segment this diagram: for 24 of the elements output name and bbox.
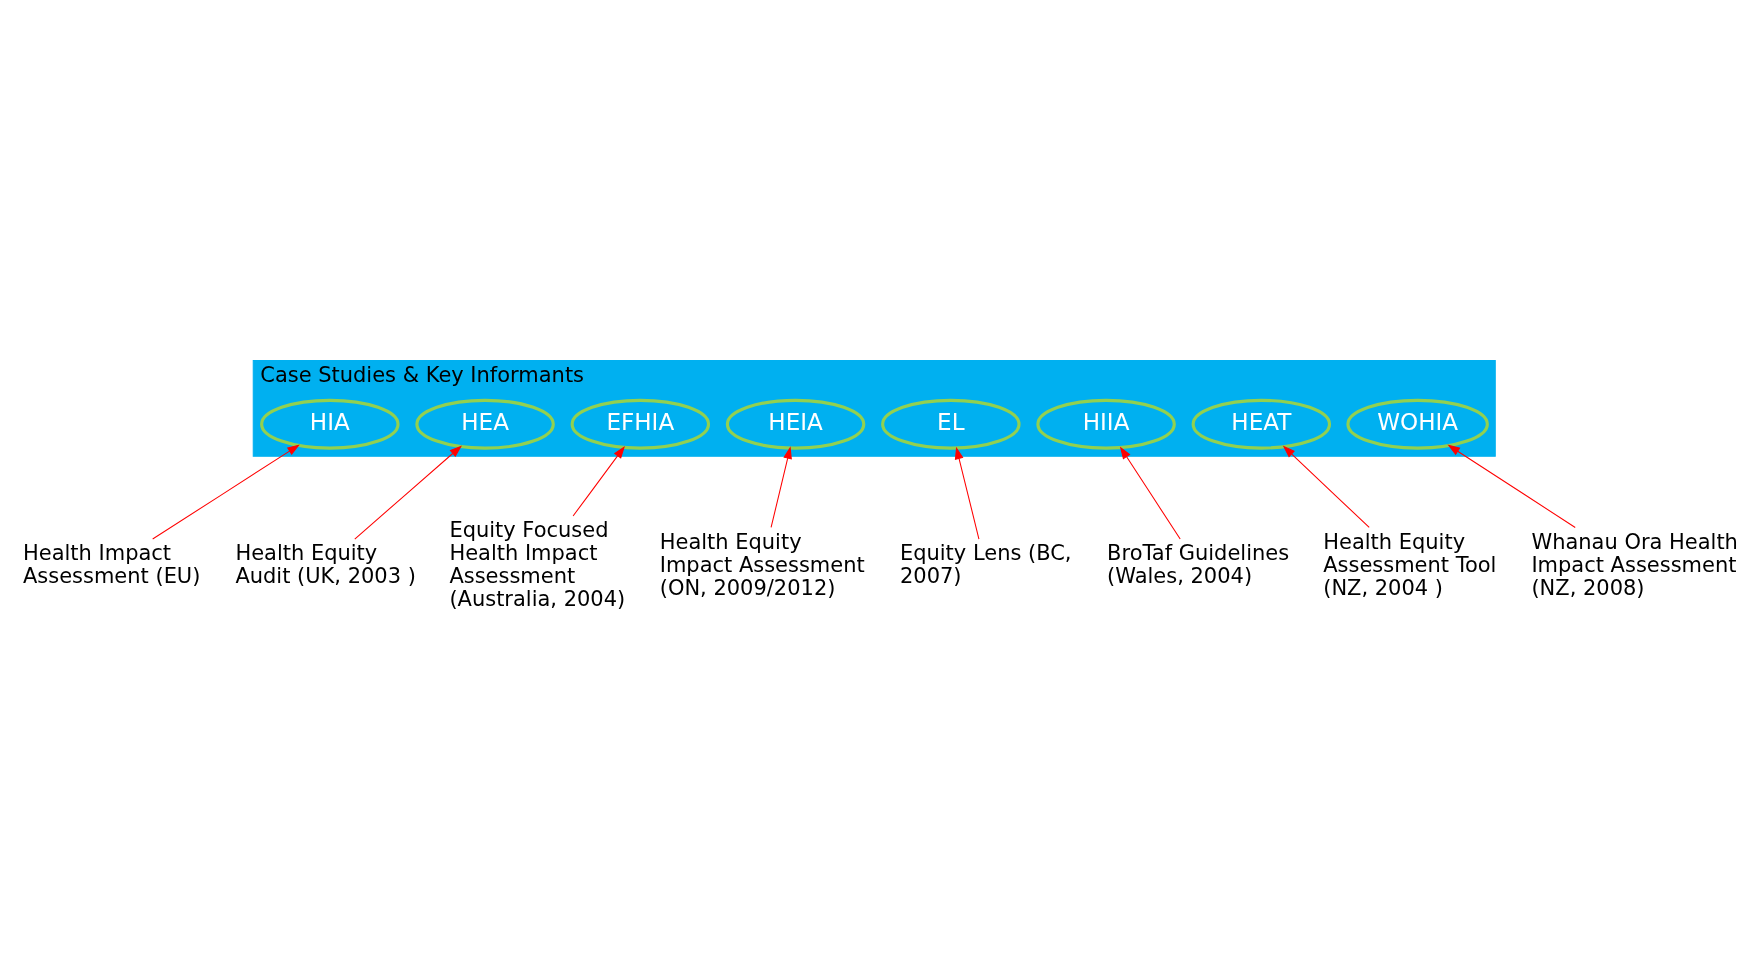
- arrow: [954, 446, 980, 540]
- node-ellipse: HIA: [260, 398, 400, 450]
- node-text: Health Impact Assessment (EU): [23, 541, 201, 589]
- arrow: [354, 445, 462, 540]
- node-text: Whanau Ora Health Impact Assessment (NZ, 2008): [1531, 529, 1738, 600]
- arrow: [1282, 445, 1370, 528]
- node-ellipse: HIIA: [1036, 398, 1176, 450]
- node-ellipse: WOHIA: [1346, 398, 1489, 450]
- arrow: [770, 446, 792, 528]
- node-text: BroTaf Guidelines (Wales, 2004): [1107, 541, 1290, 589]
- node-ellipse: EL: [881, 398, 1021, 450]
- node-text: Equity Focused Health Impact Assessment (Australia, 2004): [449, 518, 626, 612]
- node-ellipse: HEA: [415, 398, 555, 450]
- node-ellipse: EFHIA: [570, 398, 711, 450]
- node-ellipse: HEAT: [1191, 398, 1332, 450]
- node-text: Health Equity Impact Assessment (ON, 2009/2012): [659, 529, 865, 600]
- arrow: [1119, 446, 1181, 540]
- node-ellipse: HEIA: [725, 398, 866, 450]
- arrow: [152, 444, 300, 540]
- arrow: [572, 445, 625, 517]
- node-text: Health Equity Audit (UK, 2003 ): [235, 541, 416, 589]
- arrow: [1447, 444, 1576, 528]
- node-text: Equity Lens (BC, 2007): [899, 541, 1072, 589]
- node-text: Health Equity Assessment Tool (NZ, 2004 ): [1323, 529, 1497, 600]
